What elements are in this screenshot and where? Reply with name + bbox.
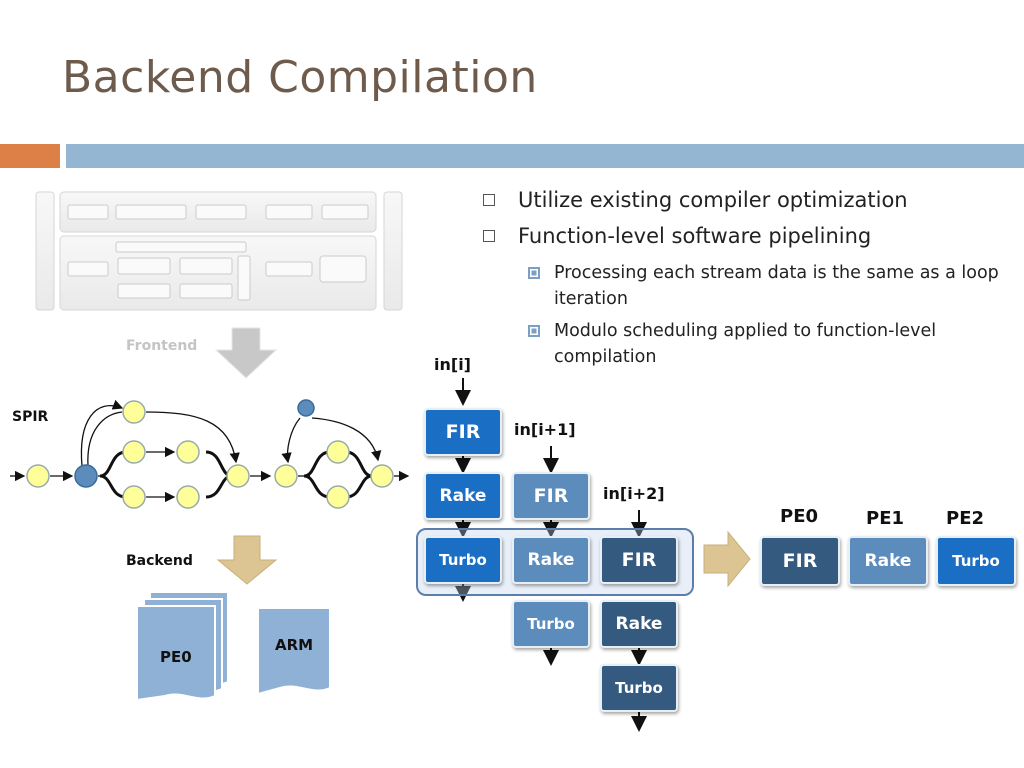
pe0-label: PE0 <box>780 506 819 527</box>
stage-rake-box: Rake <box>512 536 590 584</box>
stage-turbo-box: Turbo <box>424 536 502 584</box>
backend-label: Backend <box>126 553 193 569</box>
square-bullet-icon <box>483 230 495 242</box>
spir-graph-nodes <box>26 399 394 509</box>
frontend-graph-thumbnail <box>35 191 403 311</box>
square-bullet-icon <box>483 194 495 206</box>
stage-fir-box: FIR <box>512 472 590 520</box>
square-bullet-icon <box>528 325 540 337</box>
slide-title: Backend Compilation <box>62 52 538 103</box>
pe2-turbo-box: Turbo <box>936 536 1016 586</box>
input-label-i-plus-1: in[i+1] <box>514 420 576 439</box>
pe0-fir-box: FIR <box>760 536 840 586</box>
backend-arrow-icon <box>216 535 278 585</box>
accent-bar-orange <box>0 144 60 168</box>
bullet-list: Utilize existing compiler optimization F… <box>480 188 1020 376</box>
pe2-label: PE2 <box>946 508 985 529</box>
stage-fir-box: FIR <box>600 536 678 584</box>
arm-document-icon <box>257 607 331 696</box>
frontend-arrow-icon <box>214 327 278 379</box>
stage-turbo-box: Turbo <box>600 664 678 712</box>
pipeline-to-pe-arrow-icon <box>703 530 751 588</box>
accent-bar-blue <box>66 144 1024 168</box>
pe1-rake-box: Rake <box>848 536 928 586</box>
compilation-flow-diagram <box>10 191 410 702</box>
pe0-document-label: PE0 <box>160 648 192 666</box>
arm-document-label: ARM <box>275 636 314 654</box>
stage-fir-box: FIR <box>424 408 502 456</box>
input-label-i-plus-2: in[i+2] <box>603 484 665 503</box>
bullet-item: Function-level software pipelining <box>480 224 1020 248</box>
pe1-label: PE1 <box>866 508 905 529</box>
stage-turbo-box: Turbo <box>512 600 590 648</box>
square-bullet-icon <box>528 267 540 279</box>
pe0-document-stack-icon <box>136 591 229 702</box>
pipeline-arrows <box>455 378 751 732</box>
input-label-i: in[i] <box>434 355 471 374</box>
sub-bullet-item: Processing each stream data is the same … <box>480 260 1020 312</box>
bullet-item: Utilize existing compiler optimization <box>480 188 1020 212</box>
frontend-label: Frontend <box>126 338 198 354</box>
stage-rake-box: Rake <box>600 600 678 648</box>
spir-label: SPIR <box>12 409 49 425</box>
stage-rake-box: Rake <box>424 472 502 520</box>
sub-bullet-item: Modulo scheduling applied to function-le… <box>480 318 1020 370</box>
